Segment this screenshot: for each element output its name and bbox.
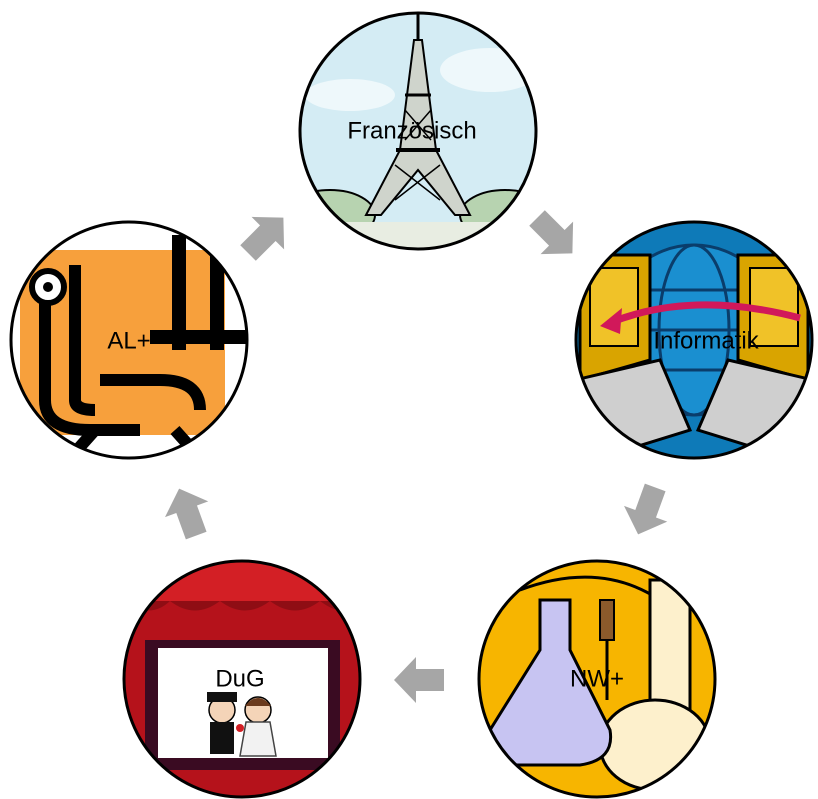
arrow-al-to-franzoesisch — [240, 216, 285, 261]
arrow-nw-to-dug — [394, 657, 444, 703]
node-label-informatik: Informatik — [653, 327, 759, 354]
networked-computers-icon — [576, 222, 812, 458]
node-label-dug: DuG — [215, 665, 264, 692]
arrow-franzoesisch-to-informatik — [529, 210, 574, 255]
node-nw: NW+ — [477, 559, 717, 799]
arrow-informatik-to-nw — [624, 483, 668, 535]
node-label-al: AL+ — [107, 327, 150, 354]
node-al: AL+ — [9, 220, 249, 460]
node-informatik: Informatik — [574, 220, 814, 460]
node-label-nw: NW+ — [570, 665, 624, 692]
node-dug: DuG — [122, 559, 362, 799]
node-franzoesisch: Französisch — [298, 11, 538, 251]
arrow-dug-to-al — [165, 488, 209, 540]
cycle-arrows — [165, 210, 668, 703]
node-label-franzoesisch: Französisch — [347, 117, 476, 144]
